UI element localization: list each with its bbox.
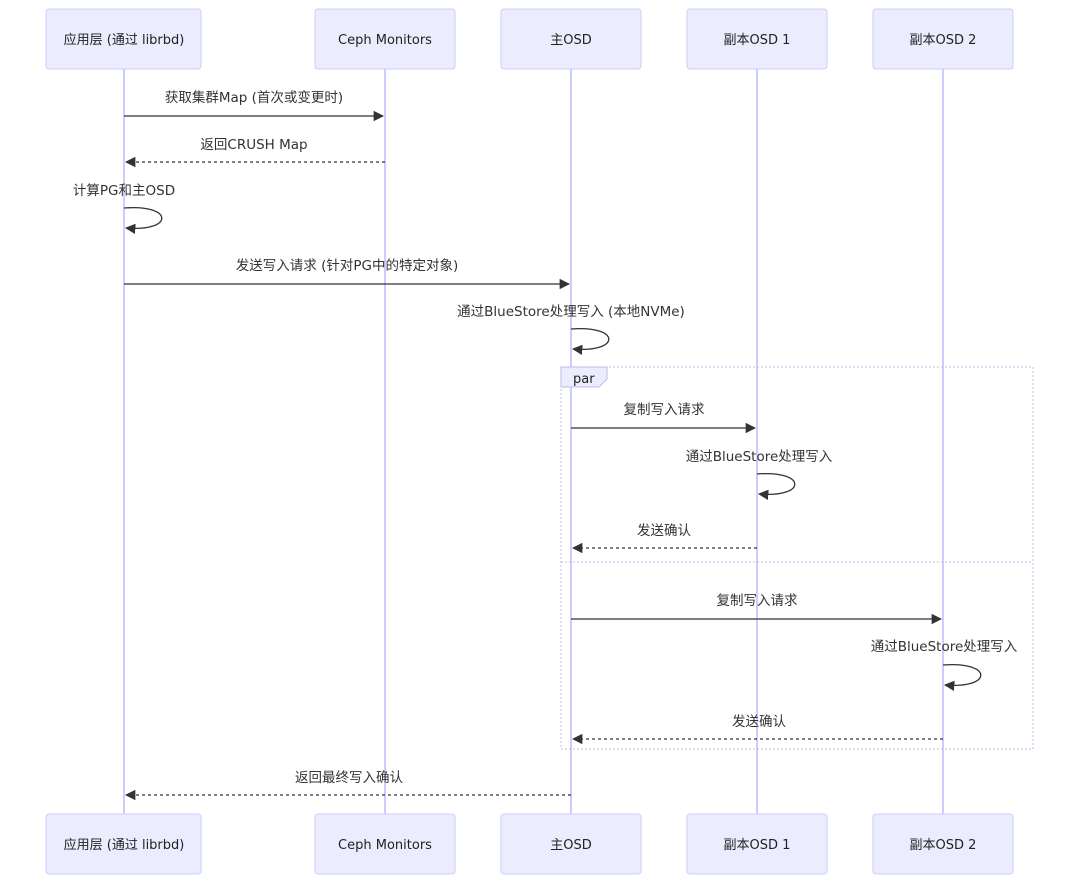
self-loop-arrow [123,206,163,234]
actor-osd2-top: 副本OSD 2 [872,8,1014,70]
message-label: 返回最终写入确认 [295,770,403,786]
message-label: 发送写入请求 (针对PG中的特定对象) [236,258,458,274]
actor-label: 副本OSD 1 [724,838,791,853]
message-calc-pg: 计算PG和主OSD [73,183,175,234]
message-return-crush-map: 返回CRUSH Map [124,137,385,168]
actor-label: 副本OSD 2 [910,33,977,48]
message-final-ack: 返回最终写入确认 [124,770,571,801]
message-label: 返回CRUSH Map [200,137,307,153]
actor-label: 主OSD [550,33,592,48]
par-label: par [573,372,595,387]
message-label: 通过BlueStore处理写入 [871,639,1018,655]
actor-label: 主OSD [550,838,592,853]
actor-label: 副本OSD 1 [724,33,791,48]
actor-osd0-top: 主OSD [500,8,642,70]
actor-label: Ceph Monitors [338,838,432,853]
message-replicate-osd1: 复制写入请求 [571,401,757,434]
actor-mon-top: Ceph Monitors [314,8,456,70]
message-replicate-osd2: 复制写入请求 [571,592,943,625]
message-label: 计算PG和主OSD [73,183,175,199]
actor-label: 应用层 (通过 librbd) [64,32,185,48]
actor-mon-bottom: Ceph Monitors [314,813,456,875]
message-bluestore-primary: 通过BlueStore处理写入 (本地NVMe) [457,304,685,355]
message-send-write: 发送写入请求 (针对PG中的特定对象) [124,258,571,290]
message-label: 发送确认 [732,714,786,730]
actor-osd1-top: 副本OSD 1 [686,8,828,70]
self-loop-arrow [942,663,982,691]
actor-label: Ceph Monitors [338,33,432,48]
message-label: 复制写入请求 [717,592,798,609]
actor-osd2-bottom: 副本OSD 2 [872,813,1014,875]
message-label: 通过BlueStore处理写入 [686,449,833,465]
message-ack-osd1: 发送确认 [571,523,757,554]
message-ack-osd2: 发送确认 [571,714,943,745]
actor-app-top: 应用层 (通过 librbd) [45,8,202,70]
message-get-map: 获取集群Map (首次或变更时) [124,90,385,122]
message-label: 发送确认 [637,523,691,539]
message-label: 获取集群Map (首次或变更时) [165,90,343,106]
actor-osd1-bottom: 副本OSD 1 [686,813,828,875]
actor-app-bottom: 应用层 (通过 librbd) [45,813,202,875]
message-bluestore-osd1: 通过BlueStore处理写入 [686,449,833,500]
par-block: par [560,366,1034,750]
message-label: 通过BlueStore处理写入 (本地NVMe) [457,304,685,320]
self-loop-arrow [756,472,796,500]
actor-osd0-bottom: 主OSD [500,813,642,875]
message-label: 复制写入请求 [624,401,705,418]
par-tag [560,366,608,388]
actor-label: 副本OSD 2 [910,838,977,853]
self-loop-arrow [570,327,610,355]
message-bluestore-osd2: 通过BlueStore处理写入 [871,639,1018,691]
actor-label: 应用层 (通过 librbd) [64,837,185,853]
